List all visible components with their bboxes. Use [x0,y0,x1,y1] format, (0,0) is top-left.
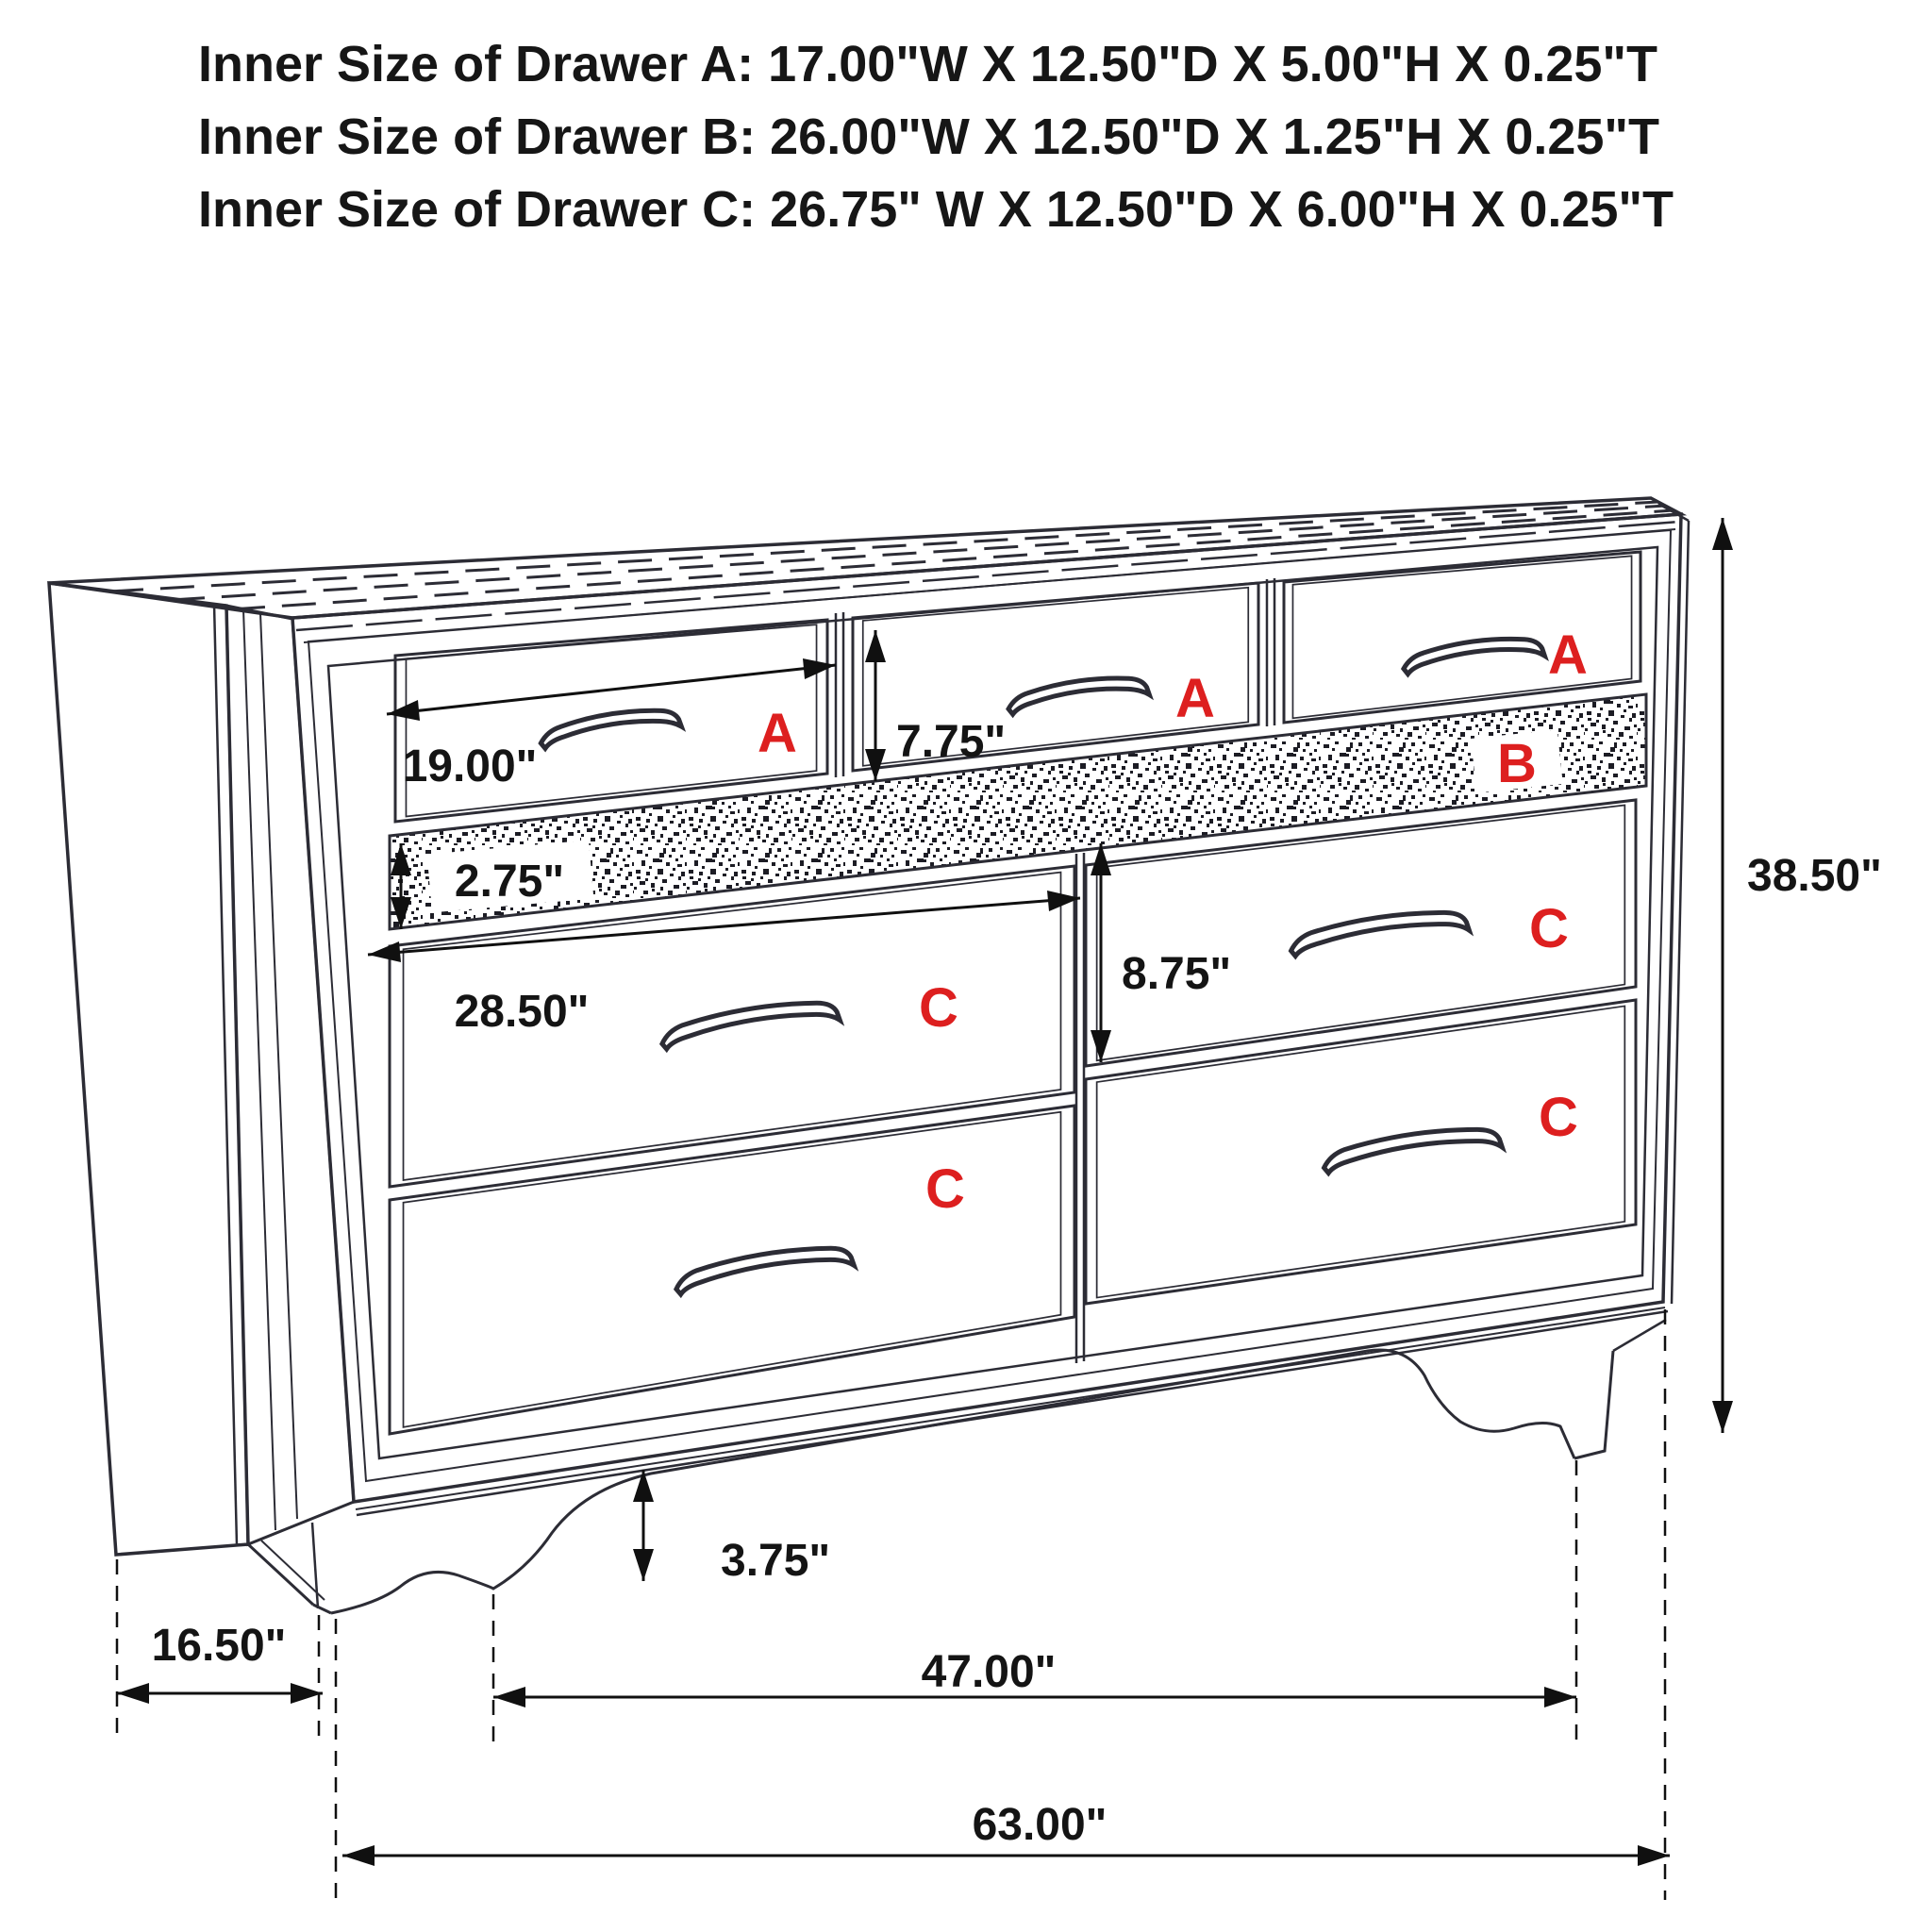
drawer-letter-labels: A A A B C C C C [758,625,1588,1220]
drawer-c4-handle-icon [1322,1124,1503,1174]
dim-inner-width: 47.00" [493,1647,1576,1707]
dim-overall-height: 38.50" [1712,518,1882,1433]
label-drawer-c1: C [919,977,958,1039]
drawer-a3-handle-icon [1402,636,1545,675]
dim-drawer-b-height: 2.75" [391,843,564,929]
drawer-c1-handle-icon [659,998,841,1050]
dim-side-depth: 16.50" [117,1621,323,1704]
label-drawer-a3: A [1548,625,1588,686]
dim-overall-width: 63.00" [342,1800,1670,1866]
dim-drawer-a-width: 19.00" [386,658,837,791]
drawer-c-top-right [1084,798,1638,1068]
dim-label-4700: 47.00" [922,1647,1057,1697]
label-drawer-c2: C [925,1158,965,1220]
dim-drawer-a-height: 7.75" [865,630,1006,781]
right-bracket-foot [1574,1318,1667,1460]
dim-label-775: 7.75" [896,717,1006,767]
label-drawer-c4: C [1539,1087,1578,1148]
dim-label-375: 3.75" [721,1536,830,1586]
projection-lines [115,1309,1667,1900]
inner-size-line-c: Inner Size of Drawer C: 26.75" W X 12.50… [198,181,1674,238]
left-bracket-foot [246,1522,332,1615]
face-frame-middle [307,528,1673,1483]
dim-label-1650: 16.50" [152,1621,287,1671]
label-drawer-a1: A [758,703,797,764]
inner-size-header: Inner Size of Drawer A: 17.00"W X 12.50"… [198,28,1674,246]
drawer-b-strip [388,692,1648,931]
dim-label-275: 2.75" [455,857,564,907]
dim-label-3850: 38.50" [1747,851,1882,901]
dim-label-6300: 63.00" [973,1800,1108,1850]
drawer-c3-handle-icon [1289,908,1470,957]
label-drawer-a2: A [1175,668,1215,729]
drawer-c2-handle-icon [674,1243,855,1295]
dim-drawer-c-height: 8.75" [1091,843,1231,1062]
drawer-a1-handle-icon [539,707,682,749]
dim-foot-height: 3.75" [633,1470,830,1586]
dim-label-2850: 28.50" [455,987,590,1037]
drawer-c-bottom-left [388,1104,1076,1436]
front-left-corner-strip [225,604,356,1547]
inner-size-line-b: Inner Size of Drawer B: 26.00"W X 12.50"… [198,108,1660,165]
dim-label-875: 8.75" [1122,949,1231,999]
drawer-b-face [388,692,1648,931]
cabinet-outline [47,496,1690,1615]
face-frame-outer [291,512,1683,1505]
drawer-a2 [851,581,1260,773]
drawer-c-bottom-right [1084,998,1638,1306]
dimension-annotations: 19.00" 7.75" 2.75" 28.50" [115,518,1882,1900]
drawer-a3 [1282,550,1642,724]
dim-label-19: 19.00" [403,741,538,791]
label-drawer-b: B [1497,733,1537,794]
drawer-a2-handle-icon [1007,675,1150,714]
inner-size-line-a: Inner Size of Drawer A: 17.00"W X 12.50"… [198,36,1658,92]
drawer-a1 [393,618,829,824]
label-patch-b [1471,729,1563,793]
drawer-c-top-left [388,864,1076,1189]
apron-curve [330,1348,1576,1615]
dim-drawer-c-width: 28.50" [367,891,1081,1037]
label-drawer-c3: C [1529,898,1569,959]
drawers [388,550,1642,1436]
label-patch-275 [426,840,594,913]
